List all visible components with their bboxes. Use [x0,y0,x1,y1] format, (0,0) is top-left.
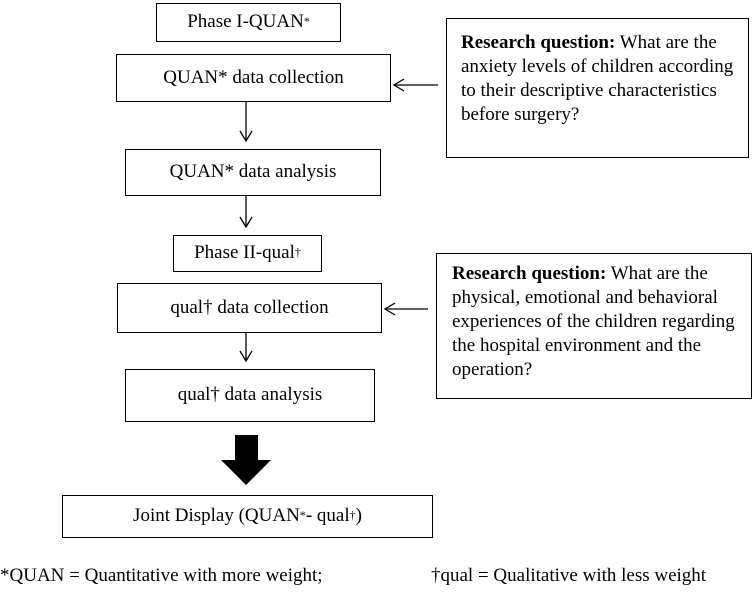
quan-collection-label: QUAN* data collection [163,66,344,88]
research-question-1-box: Research question: What are the anxiety … [446,18,749,158]
research-question-2-box: Research question: What are the physical… [436,253,752,399]
joint-display-block-arrow [221,435,271,485]
rq1-text: What are the anxiety levels of children … [461,32,734,125]
phase2-label: Phase II-qual [194,242,295,264]
quan-analysis-label: QUAN* data analysis [169,161,337,183]
rq2-text: What are the physical, emotional and beh… [452,263,735,380]
qual-collection-label: qual† data collection [170,296,329,318]
footnote-quan: *QUAN = Quantitative with more weight; [0,565,323,586]
rq1-heading: Research question: [461,32,616,53]
footnote-qual: †qual = Qualitative with less weight [431,565,707,586]
qual-collection-box: qual† data collection [117,283,382,333]
joint-display-suffix: ) [355,505,362,527]
qual-analysis-label: qual† data analysis [177,384,323,406]
quan-collection-box: QUAN* data collection [116,54,391,102]
joint-display-box: Joint Display (QUAN*- qual†) [62,495,433,538]
joint-display-prefix: Joint Display (QUAN [133,505,300,527]
qual-analysis-box: qual† data analysis [125,369,375,422]
phase2-box: Phase II-qual† [173,235,322,272]
phase1-label: Phase I-QUAN [187,11,304,33]
rq2-heading: Research question: [452,263,607,284]
phase1-box: Phase I-QUAN* [156,3,341,42]
quan-analysis-box: QUAN* data analysis [125,149,381,196]
joint-display-middle: - qual [305,505,350,527]
